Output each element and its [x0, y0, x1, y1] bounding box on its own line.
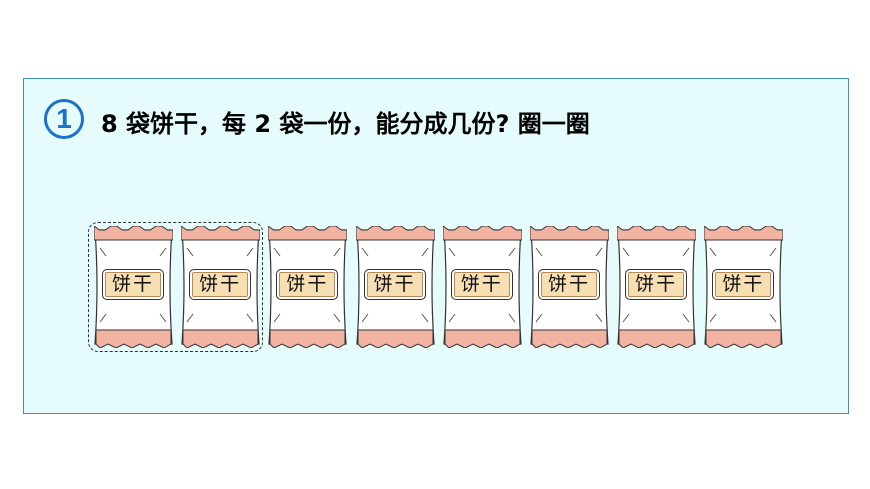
- bag-bottom-seal: [618, 329, 695, 348]
- cookie-bag[interactable]: 饼干: [442, 226, 522, 348]
- bag-top-seal: [617, 226, 697, 241]
- bag-label: 饼干: [189, 269, 252, 300]
- cookie-bag[interactable]: 饼干: [617, 226, 697, 348]
- bag-label: 饼干: [450, 269, 513, 300]
- question-number-badge: 1: [44, 99, 84, 139]
- cookie-bag[interactable]: 饼干: [268, 226, 348, 348]
- bag-top-seal: [268, 226, 348, 241]
- bag-label: 饼干: [712, 269, 775, 300]
- bag-bottom-seal: [531, 329, 608, 348]
- cookie-bag[interactable]: 饼干: [704, 226, 784, 348]
- circled-group-outline: [88, 222, 263, 352]
- cookie-bag[interactable]: 饼干: [530, 226, 609, 348]
- question-text: 8 袋饼干，每 2 袋一份，能分成几份? 圈一圈: [101, 110, 590, 138]
- bag-top-seal: [94, 226, 173, 241]
- bag-bottom-seal: [705, 329, 782, 348]
- bag-top-seal: [355, 226, 435, 241]
- bag-bottom-seal: [357, 329, 434, 348]
- bag-top-seal: [530, 226, 609, 241]
- cookie-bag[interactable]: 饼干: [94, 226, 173, 348]
- bag-top-seal: [181, 226, 261, 241]
- cookie-bag[interactable]: 饼干: [355, 226, 435, 348]
- bag-top-seal: [442, 226, 522, 241]
- bag-bottom-seal: [269, 329, 346, 348]
- bag-label: 饼干: [102, 269, 164, 300]
- bag-bottom-seal: [95, 329, 172, 348]
- bag-label: 饼干: [625, 269, 688, 300]
- bag-bottom-seal: [182, 329, 259, 348]
- bag-label: 饼干: [538, 269, 600, 300]
- bag-label: 饼干: [363, 269, 426, 300]
- bag-top-seal: [704, 226, 784, 241]
- cookie-bag[interactable]: 饼干: [181, 226, 261, 348]
- bag-bottom-seal: [444, 329, 521, 348]
- bag-label: 饼干: [276, 269, 339, 300]
